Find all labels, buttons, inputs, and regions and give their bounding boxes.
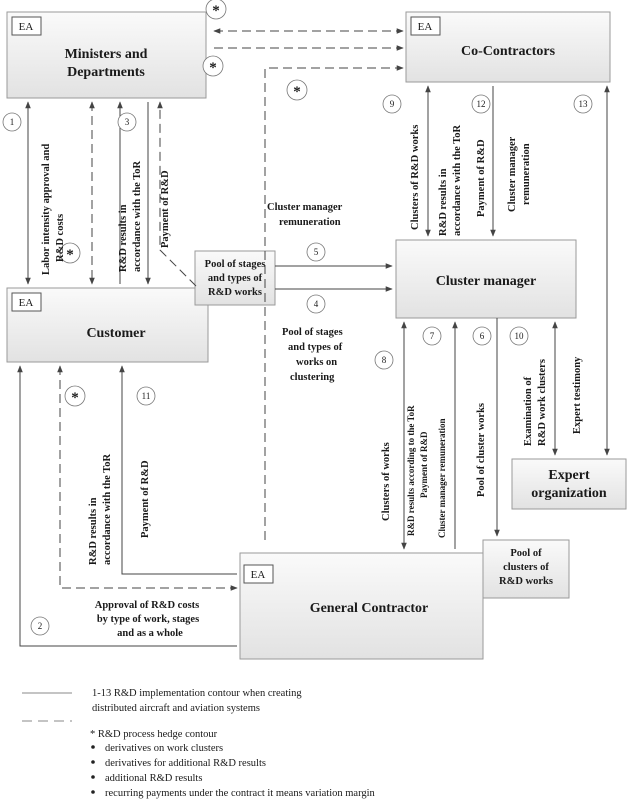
svg-text:Clusters of R&D works: Clusters of R&D works xyxy=(410,125,421,230)
box-expert-organization: Expert organization xyxy=(511,458,627,510)
svg-text:7: 7 xyxy=(430,331,435,341)
svg-text:*: * xyxy=(66,247,74,263)
svg-text:clustering: clustering xyxy=(290,372,335,383)
svg-text:5: 5 xyxy=(314,247,319,257)
svg-text:1-13 R&D implementation conto: 1-13 R&D implementation contour when cre… xyxy=(92,688,302,699)
svg-text:Pool of stages: Pool of stages xyxy=(282,327,343,338)
box-ministers: EA Ministers and Departments xyxy=(6,11,207,99)
svg-text:Payment of R&D: Payment of R&D xyxy=(140,460,151,538)
svg-text:and types of: and types of xyxy=(288,342,343,353)
svg-text:8: 8 xyxy=(382,355,387,365)
svg-text:and as a whole: and as a whole xyxy=(117,628,183,639)
svg-text:derivatives on work clusters: derivatives on work clusters xyxy=(105,743,223,754)
svg-text:R&D results in: R&D results in xyxy=(88,497,99,565)
svg-text:*: * xyxy=(209,60,217,76)
svg-text:Expert testimony: Expert testimony xyxy=(572,356,583,434)
svg-text:Approval of R&D costs: Approval of R&D costs xyxy=(95,600,200,611)
svg-text:12: 12 xyxy=(477,99,486,109)
svg-text:Examination of: Examination of xyxy=(523,376,534,446)
svg-text:Payment of R&D: Payment of R&D xyxy=(160,170,171,248)
svg-text:R&D results according to the T: R&D results according to the ToR xyxy=(406,405,416,536)
svg-text:Payment of R&D: Payment of R&D xyxy=(476,139,487,217)
svg-text:EA: EA xyxy=(251,569,266,581)
svg-text:13: 13 xyxy=(579,99,589,109)
box-pool-stages: Pool of stages and types of R&D works xyxy=(194,250,276,306)
svg-text:Departments: Departments xyxy=(67,65,145,80)
svg-text:10: 10 xyxy=(515,331,525,341)
svg-text:EA: EA xyxy=(19,21,34,33)
svg-text:remuneration: remuneration xyxy=(279,217,341,228)
ea-badge xyxy=(410,16,441,36)
svg-text:EA: EA xyxy=(418,21,433,33)
svg-text:remuneration: remuneration xyxy=(521,143,532,205)
svg-text:Expert: Expert xyxy=(548,468,590,483)
ea-badge xyxy=(11,16,42,36)
svg-text:by type of work, stages: by type of work, stages xyxy=(97,614,199,625)
svg-text:Ministers and: Ministers and xyxy=(65,47,148,62)
box-cluster-manager: Cluster manager xyxy=(395,239,577,319)
bullet-icon xyxy=(91,745,95,749)
hedge-markers: * * * * * xyxy=(59,0,308,407)
svg-text:organization: organization xyxy=(531,486,607,501)
svg-text:Payment of R&D: Payment of R&D xyxy=(419,431,429,498)
ea-badge xyxy=(11,292,42,312)
svg-text:*: * xyxy=(293,84,301,100)
svg-text:R&D works: R&D works xyxy=(499,576,553,587)
svg-text:Pool of stages: Pool of stages xyxy=(205,259,266,270)
svg-text:R&D results in: R&D results in xyxy=(438,168,449,236)
svg-text:Cluster manager remuneration: Cluster manager remuneration xyxy=(437,419,447,539)
svg-text:additional R&D results: additional R&D results xyxy=(105,773,202,784)
box-customer: EA Customer xyxy=(6,287,209,363)
bullet-icon xyxy=(91,790,95,794)
svg-text:Labor intensity approval and: Labor intensity approval and xyxy=(41,144,52,275)
hedge-connectors xyxy=(57,28,404,591)
bullet-icon xyxy=(91,775,95,779)
svg-text:clusters of: clusters of xyxy=(503,562,549,573)
ea-badge xyxy=(243,564,274,584)
svg-text:General Contractor: General Contractor xyxy=(310,601,429,616)
svg-text:Customer: Customer xyxy=(86,326,145,341)
step-numbers: 1 2 3 4 5 6 7 8 9 10 11 12 13 xyxy=(2,94,593,636)
legend: 1-13 R&D implementation contour when cre… xyxy=(22,688,376,799)
svg-text:4: 4 xyxy=(314,299,319,309)
svg-text:R&D results in: R&D results in xyxy=(118,204,129,272)
svg-text:*: * xyxy=(212,3,220,19)
svg-text:Clusters of works: Clusters of works xyxy=(381,442,392,521)
svg-text:Cluster manager: Cluster manager xyxy=(267,202,343,213)
svg-text:Cluster manager: Cluster manager xyxy=(507,136,518,212)
svg-text:R&D costs: R&D costs xyxy=(55,214,66,262)
svg-text:11: 11 xyxy=(142,391,151,401)
svg-text:accordance with the ToR: accordance with the ToR xyxy=(452,124,463,236)
connector-labels: Labor intensity approval and R&D costs R… xyxy=(41,124,583,565)
svg-text:and types of: and types of xyxy=(208,273,263,284)
svg-text:1: 1 xyxy=(10,117,15,127)
box-cocontractors: EA Co-Contractors xyxy=(405,11,611,83)
svg-text:EA: EA xyxy=(19,297,34,309)
svg-text:works on: works on xyxy=(296,357,337,368)
svg-text:* R&D process hedge contour: * R&D process hedge contour xyxy=(90,729,218,740)
svg-text:R&D works: R&D works xyxy=(208,287,262,298)
svg-text:Cluster manager: Cluster manager xyxy=(436,274,536,289)
horizontal-labels: Cluster manager remuneration Pool of sta… xyxy=(95,202,343,639)
svg-text:6: 6 xyxy=(480,331,485,341)
svg-text:recurring payments under the c: recurring payments under the contract it… xyxy=(105,788,376,799)
implementation-connectors xyxy=(17,85,610,647)
svg-text:3: 3 xyxy=(125,117,130,127)
svg-text:2: 2 xyxy=(38,621,43,631)
svg-text:Pool of: Pool of xyxy=(510,548,542,559)
svg-text:R&D work clusters: R&D work clusters xyxy=(537,359,548,446)
svg-text:accordance with the ToR: accordance with the ToR xyxy=(102,453,113,565)
box-pool-clusters: Pool of clusters of R&D works xyxy=(482,539,570,599)
svg-text:accordance with the ToR: accordance with the ToR xyxy=(132,160,143,272)
svg-text:Pool of cluster works: Pool of cluster works xyxy=(476,403,487,497)
bullet-icon xyxy=(91,760,95,764)
svg-text:*: * xyxy=(71,390,79,406)
svg-text:derivatives for additional R&: derivatives for additional R&D results xyxy=(105,758,266,769)
svg-text:9: 9 xyxy=(390,99,395,109)
svg-text:distributed aircraft and aviat: distributed aircraft and aviation system… xyxy=(92,703,260,714)
box-general-contractor: EA General Contractor xyxy=(239,552,484,660)
svg-text:Co-Contractors: Co-Contractors xyxy=(461,44,556,59)
